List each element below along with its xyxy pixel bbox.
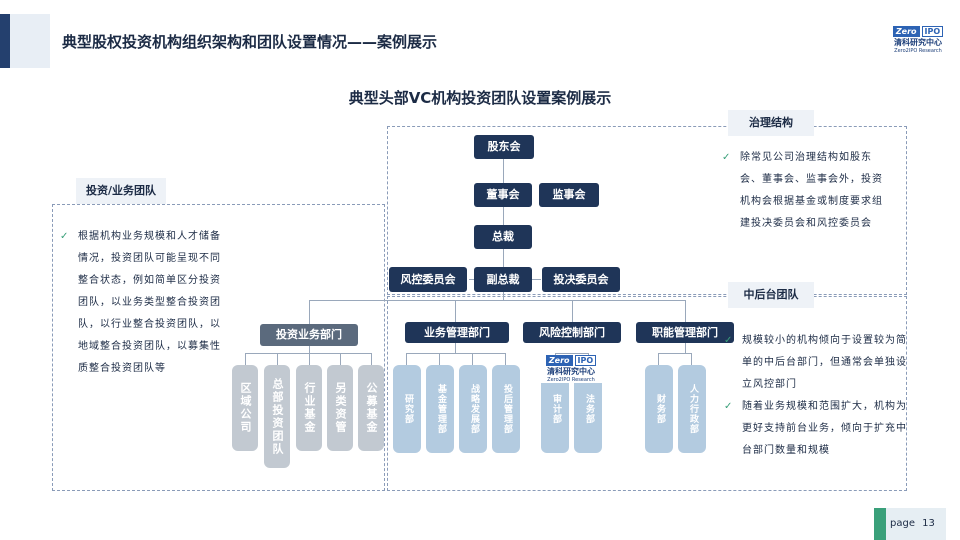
- connector: [309, 346, 310, 354]
- connector: [503, 158, 504, 184]
- connector: [455, 343, 456, 353]
- vp-node: 副总裁: [474, 267, 532, 292]
- risk-control-dept-node: 风险控制部门: [523, 322, 621, 343]
- president-node: 总裁: [474, 225, 532, 249]
- check-icon: ✓: [722, 152, 731, 163]
- middle-bullet: ✓ 规模较小的机构倾向于设置较为简单的中后台部门，但通常会单独设立风控部门: [724, 330, 908, 396]
- page-number-accent: [874, 508, 886, 540]
- logo-zero: Zero: [892, 26, 920, 37]
- org-column: 研究部: [393, 365, 421, 453]
- middle-office-tag: 中后台团队: [728, 282, 814, 308]
- board-node: 董事会: [474, 183, 532, 207]
- page-number-box: [874, 508, 946, 540]
- connector: [245, 353, 246, 365]
- zero2ipo-logo: Zero IPO 清科研究中心 Zero2IPO Research: [888, 26, 948, 55]
- page-number: page 13: [890, 518, 935, 529]
- connector: [503, 206, 504, 226]
- org-column: 总部投资团队: [264, 365, 290, 468]
- connector: [503, 291, 504, 301]
- logo-cn: 清科研究中心: [894, 38, 942, 47]
- connector: [555, 353, 589, 354]
- connector: [371, 353, 372, 365]
- logo-ipo: IPO: [574, 355, 597, 366]
- connector: [455, 300, 456, 323]
- zero2ipo-logo: Zero IPO 清科研究中心 Zero2IPO Research: [538, 355, 604, 383]
- org-column: 公募基金: [358, 365, 384, 451]
- business-mgmt-dept-node: 业务管理部门: [405, 322, 509, 343]
- connector: [658, 353, 659, 365]
- middle-office-region: [387, 296, 907, 491]
- org-column: 人力行政部: [678, 365, 706, 453]
- governance-bullet: ✓ 除常见公司治理结构如股东会、董事会、监事会外，投资机构会根据基金或制度要求组…: [722, 147, 888, 235]
- investment-region: [52, 204, 385, 491]
- connector: [691, 353, 692, 365]
- org-column: 基金管理部: [426, 365, 454, 453]
- connector: [685, 343, 686, 353]
- org-column: 投后管理部: [492, 365, 520, 453]
- logo-zero: Zero: [545, 355, 573, 366]
- diagram-title: 典型头部VC机构投资团队设置案例展示: [348, 89, 612, 107]
- connector: [309, 300, 310, 325]
- logo-ipo: IPO: [921, 26, 944, 37]
- logo-en: Zero2IPO Research: [547, 377, 595, 383]
- connector: [505, 353, 506, 365]
- logo-en: Zero2IPO Research: [894, 48, 942, 54]
- org-column: 行业基金: [296, 365, 322, 451]
- function-mgmt-dept-node: 职能管理部门: [636, 322, 734, 343]
- governance-tag: 治理结构: [728, 110, 814, 136]
- connector: [503, 248, 504, 268]
- governance-region: [387, 126, 907, 295]
- org-column: 战略发展部: [459, 365, 487, 453]
- connector: [472, 353, 473, 365]
- shareholders-node: 股东会: [474, 135, 534, 159]
- connector: [309, 300, 686, 301]
- ic-node: 投决委员会: [542, 267, 620, 292]
- org-column: 财务部: [645, 365, 673, 453]
- page-title: 典型股权投资机构组织架构和团队设置情况——案例展示: [62, 33, 438, 51]
- investment-dept-node: 投资业务部门: [260, 324, 358, 346]
- header-accent-block: [10, 14, 50, 68]
- middle-bullet: ✓ 随着业务规模和范围扩大，机构为更好支持前台业务，倾向于扩充中台部门数量和规模: [724, 396, 908, 462]
- check-icon: ✓: [724, 401, 733, 412]
- connector: [406, 353, 506, 354]
- connector: [572, 300, 573, 323]
- connector: [406, 353, 407, 365]
- check-icon: ✓: [724, 335, 733, 346]
- investment-bullet: ✓ 根据机构业务规模和人才储备情况，投资团队可能呈现不同整合状态，例如简单区分投…: [60, 226, 228, 380]
- check-icon: ✓: [60, 231, 69, 242]
- logo-cn: 清科研究中心: [547, 367, 595, 376]
- investment-tag: 投资/业务团队: [76, 178, 166, 204]
- connector: [340, 353, 341, 365]
- header-accent-bar: [0, 14, 10, 68]
- supervisors-node: 监事会: [539, 183, 599, 207]
- org-column: 另类资管: [327, 365, 353, 451]
- connector: [685, 300, 686, 323]
- org-column: 区域公司: [232, 365, 258, 451]
- connector: [658, 353, 692, 354]
- connector: [439, 353, 440, 365]
- risk-committee-node: 风控委员会: [389, 267, 467, 292]
- connector: [245, 353, 372, 354]
- connector: [309, 353, 310, 365]
- connector: [277, 353, 278, 365]
